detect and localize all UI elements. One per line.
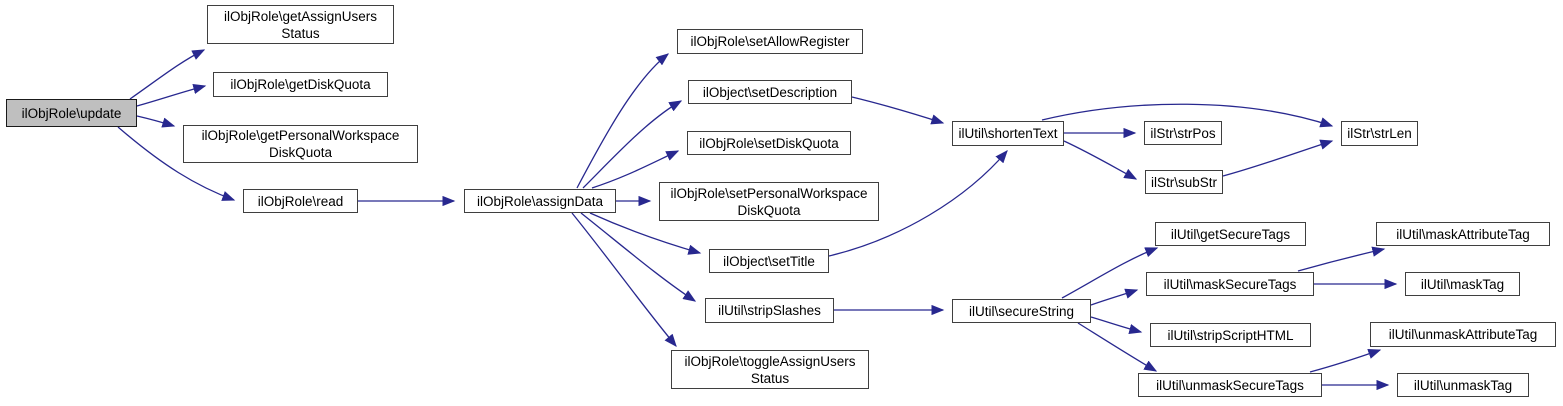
node-set-title[interactable]: ilObject\setTitle (709, 249, 829, 273)
node-set-disk-quota[interactable]: ilObjRole\setDiskQuota (687, 131, 851, 155)
edge-update-to-get-personal-workspace-disk-quota (136, 115, 176, 128)
edge-assign-data-to-set-title (589, 212, 702, 255)
node-sub-str[interactable]: ilStr\subStr (1145, 170, 1223, 194)
edge-assign-data-to-toggle-assign-users-status (571, 212, 677, 348)
edge-update-to-get-disk-quota (136, 83, 207, 107)
edge-assign-data-to-set-disk-quota (591, 150, 680, 189)
node-secure-string[interactable]: ilUtil\secureString (952, 299, 1091, 323)
edge-secure-string-to-get-secure-tags (1061, 247, 1159, 299)
edge-unmask-secure-tags-to-unmask-attribute-tag (1309, 348, 1382, 373)
edge-secure-string-to-mask-secure-tags (1090, 288, 1139, 306)
edge-mask-secure-tags-to-mask-attribute-tag (1297, 246, 1386, 272)
edge-secure-string-to-strip-script-html (1090, 316, 1143, 335)
node-strip-slashes[interactable]: ilUtil\stripSlashes (705, 298, 834, 323)
node-str-len[interactable]: ilStr\strLen (1341, 121, 1418, 146)
node-assign-data[interactable]: ilObjRole\assignData (464, 189, 616, 213)
node-unmask-attribute-tag[interactable]: ilUtil\unmaskAttributeTag (1370, 322, 1556, 347)
node-unmask-secure-tags[interactable]: ilUtil\unmaskSecureTags (1138, 373, 1322, 397)
edge-update-to-read (117, 126, 236, 201)
node-get-secure-tags[interactable]: ilUtil\getSecureTags (1155, 222, 1306, 246)
edge-set-title-to-shorten-text (828, 150, 1008, 257)
node-get-assign-users-status[interactable]: ilObjRole\getAssignUsers Status (207, 5, 394, 44)
node-shorten-text[interactable]: ilUtil\shortenText (952, 121, 1064, 146)
node-get-personal-workspace-disk-quota[interactable]: ilObjRole\getPersonalWorkspace DiskQuota (183, 125, 418, 163)
node-set-description[interactable]: ilObject\setDescription (688, 80, 852, 104)
edge-secure-string-to-unmask-secure-tags (1077, 322, 1158, 372)
edge-sub-str-to-str-len (1222, 139, 1334, 177)
edge-assign-data-to-set-allow-register (576, 53, 670, 189)
edge-update-to-get-assign-users-status (129, 49, 206, 100)
node-mask-attribute-tag[interactable]: ilUtil\maskAttributeTag (1376, 222, 1550, 246)
edge-shorten-text-to-str-len (1041, 103, 1334, 128)
node-strip-script-html[interactable]: ilUtil\stripScriptHTML (1150, 323, 1311, 347)
node-mask-secure-tags[interactable]: ilUtil\maskSecureTags (1146, 272, 1314, 296)
edge-shorten-text-to-sub-str (1063, 140, 1138, 180)
edge-set-description-to-shorten-text (851, 96, 945, 125)
node-read[interactable]: ilObjRole\read (243, 189, 358, 213)
node-get-disk-quota[interactable]: ilObjRole\getDiskQuota (213, 72, 388, 97)
edge-assign-data-to-set-description (582, 100, 683, 189)
node-unmask-tag[interactable]: ilUtil\unmaskTag (1397, 373, 1529, 397)
node-mask-tag[interactable]: ilUtil\maskTag (1405, 272, 1520, 296)
node-toggle-assign-users-status[interactable]: ilObjRole\toggleAssignUsers Status (671, 350, 869, 389)
node-set-personal-workspace-disk-quota[interactable]: ilObjRole\setPersonalWorkspace DiskQuota (659, 182, 879, 221)
edge-assign-data-to-strip-slashes (580, 212, 697, 302)
node-str-pos[interactable]: ilStr\strPos (1144, 121, 1222, 145)
node-update: ilObjRole\update (6, 99, 137, 127)
node-set-allow-register[interactable]: ilObjRole\setAllowRegister (677, 29, 863, 54)
